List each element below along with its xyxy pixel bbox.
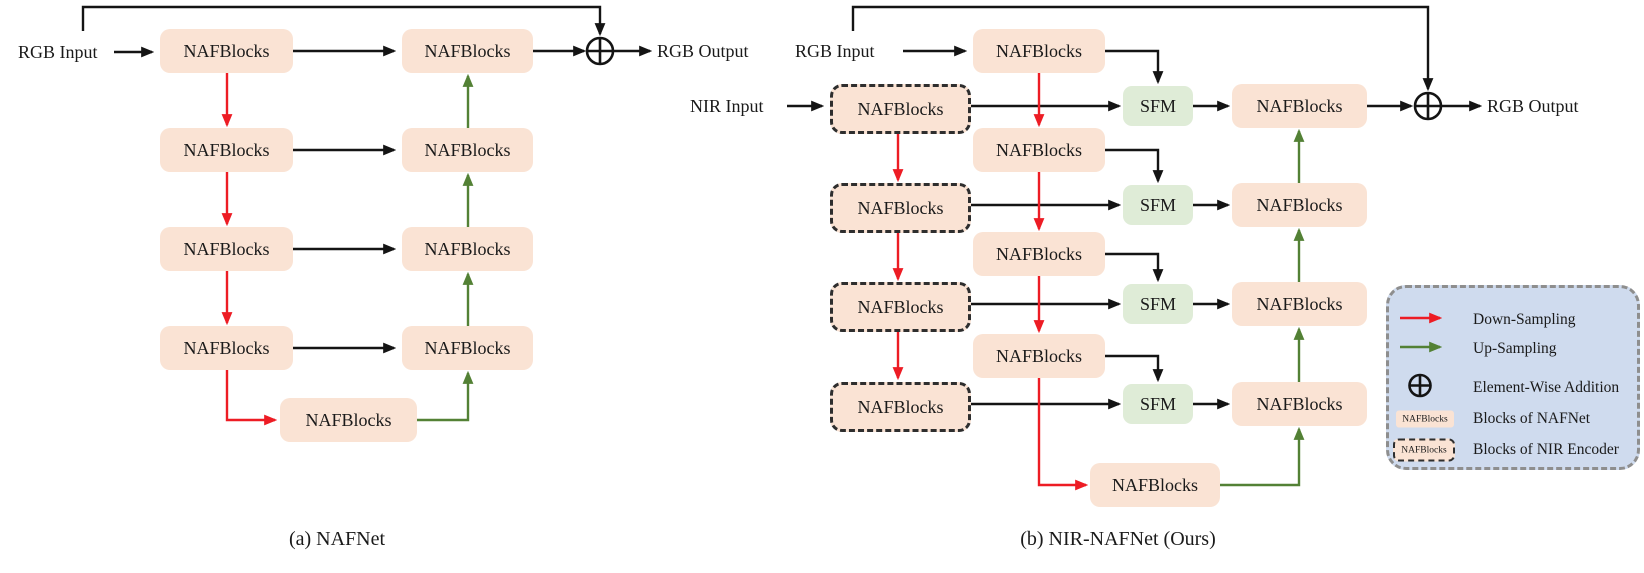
legend-label-down-sampling: Down-Sampling [1473, 311, 1576, 328]
a-encoder-block-1: NAFBlocks [160, 29, 293, 73]
b-nir-encoder-block-1: NAFBlocks [830, 84, 971, 134]
b-caption: (b) NIR-NAFNet (Ours) [1020, 528, 1216, 550]
a-caption: (a) NAFNet [288, 528, 386, 550]
b-rgb-encoder-block-3: NAFBlocks [973, 232, 1105, 276]
legend-label-element-wise-addition: Element-Wise Addition [1473, 379, 1620, 396]
a-downsampling-arrows [221, 73, 278, 426]
a-black-connectors [81, 5, 653, 354]
legend-label-up-sampling: Up-Sampling [1473, 340, 1557, 357]
a-decoder-block-2: NAFBlocks [402, 128, 533, 172]
a-encoder-block-2: NAFBlocks [160, 128, 293, 172]
b-rgb-encoder-block-1: NAFBlocks [973, 29, 1105, 73]
b-nir-input-label: NIR Input [690, 96, 764, 116]
up-sampling-arrow-icon [1400, 340, 1444, 358]
b-decoder-block-4: NAFBlocks [1232, 382, 1367, 426]
b-sfm-block-3: SFM [1123, 284, 1193, 324]
b-element-wise-addition-icon [1413, 91, 1443, 121]
nafnet-block-chip: NAFBlocks [1396, 410, 1454, 428]
b-decoder-block-1: NAFBlocks [1232, 84, 1367, 128]
b-rgb-encoder-block-2: NAFBlocks [973, 128, 1105, 172]
element-wise-addition-icon [1407, 373, 1433, 404]
a-encoder-block-4: NAFBlocks [160, 326, 293, 370]
b-black-connectors [787, 5, 1483, 410]
b-upsampling-arrows [1220, 128, 1305, 487]
b-sfm-block-4: SFM [1123, 384, 1193, 424]
legend-box: Down-Sampling Up-Sampling Element-Wise A… [1386, 285, 1640, 470]
a-rgb-output-label: RGB Output [657, 41, 749, 61]
down-sampling-arrow-icon [1400, 311, 1444, 329]
b-rgb-input-label: RGB Input [795, 41, 875, 61]
a-rgb-input-label: RGB Input [18, 42, 98, 62]
a-decoder-block-4: NAFBlocks [402, 326, 533, 370]
b-rgb-output-label: RGB Output [1487, 96, 1579, 116]
a-bottleneck-block: NAFBlocks [280, 398, 417, 442]
b-sfm-block-2: SFM [1123, 185, 1193, 225]
a-decoder-block-3: NAFBlocks [402, 227, 533, 271]
nir-encoder-block-chip: NAFBlocks [1393, 438, 1455, 462]
b-downsampling-arrows [892, 73, 1089, 491]
b-nir-encoder-block-3: NAFBlocks [830, 282, 971, 332]
legend-label-blocks-of-nir-encoder: Blocks of NIR Encoder [1473, 441, 1619, 458]
a-encoder-block-3: NAFBlocks [160, 227, 293, 271]
a-decoder-block-1: NAFBlocks [402, 29, 533, 73]
legend-label-blocks-of-nafnet: Blocks of NAFNet [1473, 410, 1591, 427]
b-rgb-encoder-block-4: NAFBlocks [973, 334, 1105, 378]
b-decoder-block-2: NAFBlocks [1232, 183, 1367, 227]
b-nir-encoder-block-4: NAFBlocks [830, 382, 971, 432]
a-element-wise-addition-icon [585, 36, 615, 66]
a-upsampling-arrows [417, 73, 474, 422]
b-sfm-block-1: SFM [1123, 86, 1193, 126]
b-decoder-block-3: NAFBlocks [1232, 282, 1367, 326]
b-bottleneck-block: NAFBlocks [1090, 463, 1220, 507]
b-nir-encoder-block-2: NAFBlocks [830, 183, 971, 233]
